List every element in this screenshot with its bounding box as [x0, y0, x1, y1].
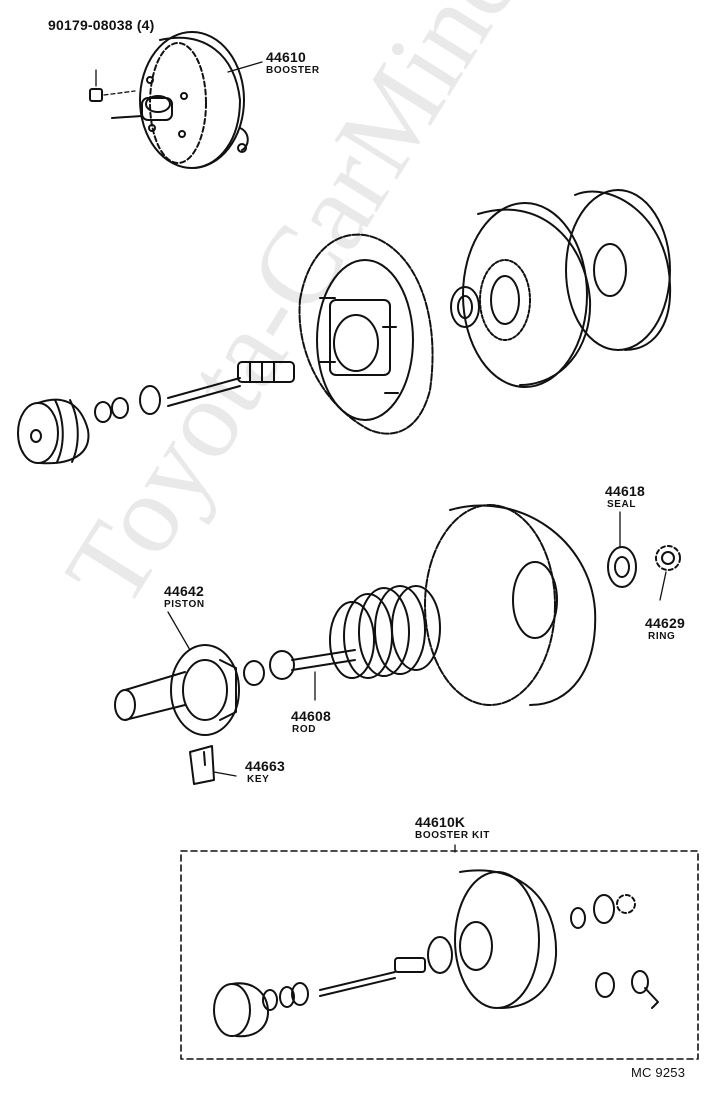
diagram-code: MC 9253 [631, 1065, 686, 1080]
booster-kit-parts-drawing [213, 869, 659, 1038]
diaphragm-drawing [565, 189, 672, 351]
boot-drawing [17, 385, 161, 465]
label-rod-name: ROD [292, 724, 317, 735]
booster-kit-box [180, 850, 699, 1060]
rear-shell-drawing [450, 202, 592, 388]
spring-drawing [329, 585, 441, 679]
booster-assembly-drawing [111, 31, 249, 169]
label-booster-part-number: 44610 [266, 49, 306, 65]
key-drawing [189, 745, 215, 785]
rear-housing-drawing [424, 504, 597, 706]
label-booster-name: BOOSTER [266, 65, 320, 76]
bolt-part [89, 69, 136, 102]
push-rod-drawing [167, 361, 295, 407]
piston-drawing [114, 644, 240, 736]
label-key-part-number: 44663 [245, 758, 285, 774]
front-shell-drawing [298, 233, 434, 435]
ring-drawing [655, 545, 681, 571]
label-booster-kit-part-number: 44610K [415, 814, 466, 830]
label-bolt-part-number: 90179-08038 (4) [48, 17, 155, 33]
reaction-disc-drawing [243, 649, 356, 686]
label-booster-kit-name: BOOSTER KIT [415, 830, 490, 841]
label-ring-part-number: 44629 [645, 615, 685, 631]
label-piston-part-number: 44642 [164, 583, 204, 599]
label-rod-part-number: 44608 [291, 708, 331, 724]
label-piston-name: PISTON [164, 599, 205, 610]
label-seal-name: SEAL [607, 499, 637, 510]
label-ring-name: RING [648, 631, 676, 642]
seal-drawing [607, 546, 637, 588]
label-seal-part-number: 44618 [605, 483, 645, 499]
label-key-name: KEY [247, 774, 270, 785]
